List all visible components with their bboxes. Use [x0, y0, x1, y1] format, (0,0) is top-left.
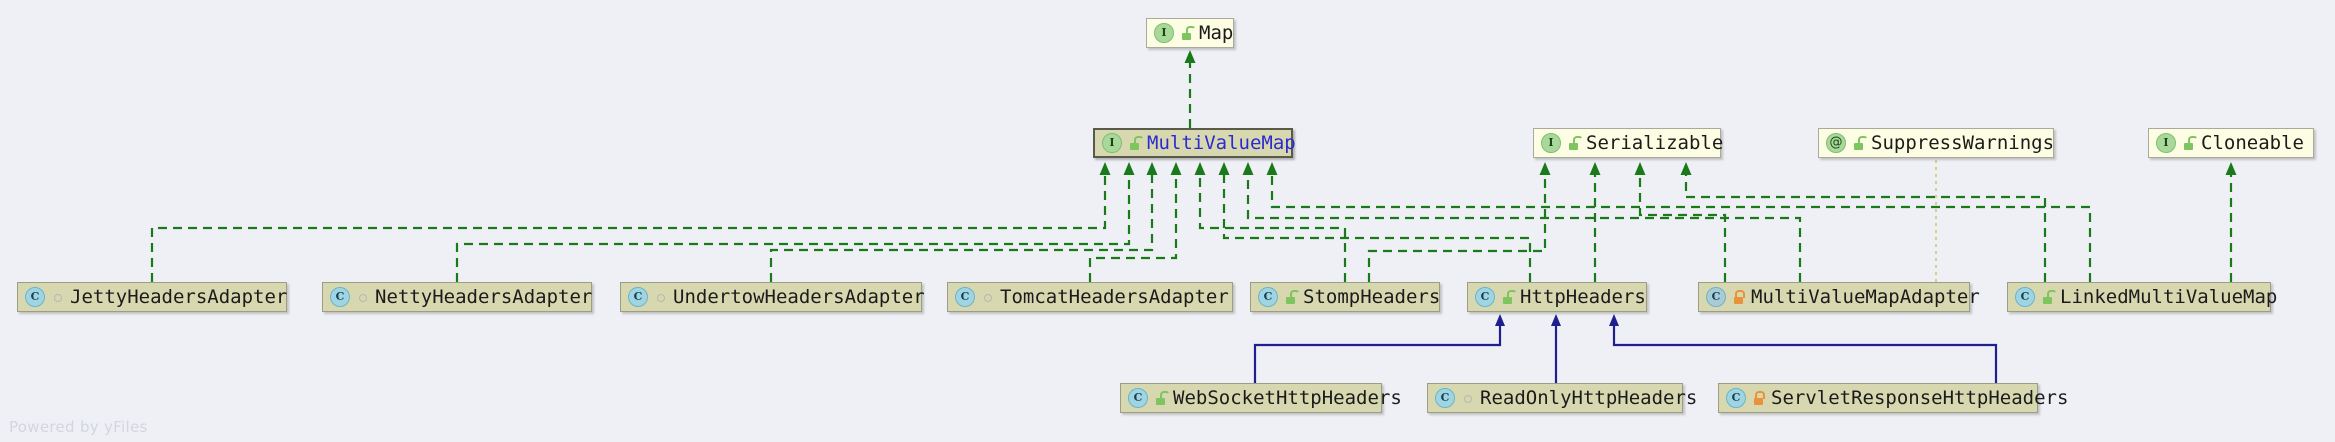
node-label: UndertowHeadersAdapter [673, 286, 925, 308]
node-multivaluemapadapter[interactable]: C MultiValueMapAdapter [1698, 282, 1980, 312]
powered-by-watermark: Powered by yFiles [9, 418, 148, 436]
node-label: JettyHeadersAdapter [70, 286, 288, 308]
node-stompheaders[interactable]: C StompHeaders [1250, 282, 1440, 312]
package-dot-icon [356, 289, 370, 305]
edge-multivaluemapadapter-to-multivaluemap [1242, 162, 1802, 282]
lock-open-icon [1852, 135, 1868, 151]
class-icon: C [330, 287, 350, 307]
node-label: SuppressWarnings [1871, 132, 2055, 154]
class-icon: C [2015, 287, 2035, 307]
node-label: Cloneable [2201, 132, 2304, 154]
node-websockethttpheaders[interactable]: C WebSocketHttpHeaders [1120, 383, 1402, 413]
node-label: ReadOnlyHttpHeaders [1480, 387, 1698, 409]
edge-stompheaders-to-serializable [1367, 162, 1551, 282]
class-icon: C [955, 287, 975, 307]
edge-linkedmultivaluemap-to-serializable [1680, 162, 2047, 282]
node-cloneable[interactable]: I Cloneable [2148, 128, 2314, 158]
node-label: LinkedMultiValueMap [2060, 286, 2278, 308]
class-icon: C [1435, 388, 1455, 408]
class-icon: C [25, 287, 45, 307]
node-label: TomcatHeadersAdapter [1000, 286, 1229, 308]
package-dot-icon [1461, 390, 1475, 406]
inheritance-edges [1253, 314, 1998, 383]
package-dot-icon [654, 289, 668, 305]
node-label: NettyHeadersAdapter [375, 286, 593, 308]
node-label: HttpHeaders [1520, 286, 1646, 308]
edge-tomcatheadersadapter-to-multivaluemap [1088, 162, 1182, 282]
annotation-icon: @ [1826, 133, 1846, 153]
interface-icon: I [2156, 133, 2176, 153]
package-dot-icon [51, 289, 65, 305]
edge-jettyheadersadapter-to-multivaluemap [150, 162, 1111, 282]
node-suppresswarnings[interactable]: @ SuppressWarnings [1818, 128, 2054, 158]
class-icon: C [1128, 388, 1148, 408]
node-nettyheadersadapter[interactable]: C NettyHeadersAdapter [322, 282, 592, 312]
lock-closed-icon [1732, 289, 1746, 305]
node-tomcatheadersadapter[interactable]: C TomcatHeadersAdapter [947, 282, 1233, 312]
node-multivaluemap[interactable]: I MultiValueMap [1093, 128, 1296, 158]
interface-icon: I [1541, 133, 1561, 153]
interface-icon: I [1154, 23, 1174, 43]
edge-servletresponsehttpheaders-to-httpheaders [1609, 314, 1998, 383]
node-label: MultiValueMapAdapter [1751, 286, 1980, 308]
node-jettyheadersadapter[interactable]: C JettyHeadersAdapter [17, 282, 287, 312]
edge-stompheaders-to-multivaluemap [1194, 162, 1347, 282]
node-label: ServletResponseHttpHeaders [1771, 387, 2069, 409]
lock-open-icon [1154, 390, 1170, 406]
node-readonlyhttpheaders[interactable]: C ReadOnlyHttpHeaders [1427, 383, 1697, 413]
node-label: Map [1199, 22, 1234, 44]
node-undertowheadersadapter[interactable]: C UndertowHeadersAdapter [620, 282, 925, 312]
interface-icon: I [1102, 133, 1122, 153]
edge-undertowheadersadapter-to-multivaluemap [769, 162, 1158, 282]
node-label: StompHeaders [1303, 286, 1441, 308]
abstract-class-icon: C [1706, 287, 1726, 307]
node-linkedmultivaluemap[interactable]: C LinkedMultiValueMap [2007, 282, 2277, 312]
class-icon: C [1475, 287, 1495, 307]
node-servletresponsehttpheaders[interactable]: C ServletResponseHttpHeaders [1718, 383, 2068, 413]
lock-open-icon [1284, 289, 1300, 305]
package-dot-icon [981, 289, 995, 305]
edge-nettyheadersadapter-to-multivaluemap [455, 162, 1135, 282]
node-label: Serializable [1586, 132, 1724, 154]
realization-edges [150, 50, 2237, 282]
edge-multivaluemapadapter-to-serializable [1634, 162, 1727, 282]
node-label: MultiValueMap [1147, 132, 1296, 154]
lock-open-icon [1567, 135, 1583, 151]
class-icon: C [628, 287, 648, 307]
lock-open-icon [1128, 135, 1144, 151]
lock-open-icon [2041, 289, 2057, 305]
node-map[interactable]: I Map [1146, 18, 1234, 48]
class-icon: C [1726, 388, 1746, 408]
class-icon: C [1258, 287, 1278, 307]
edge-linkedmultivaluemap-to-multivaluemap [1266, 162, 2092, 282]
lock-closed-icon [1752, 390, 1766, 406]
lock-open-icon [2182, 135, 2198, 151]
edge-websockethttpheaders-to-httpheaders [1253, 314, 1505, 383]
lock-open-icon [1180, 25, 1196, 41]
edge-httpheaders-to-multivaluemap [1218, 162, 1532, 282]
node-serializable[interactable]: I Serializable [1533, 128, 1724, 158]
node-httpheaders[interactable]: C HttpHeaders [1467, 282, 1647, 312]
lock-open-icon [1501, 289, 1517, 305]
node-label: WebSocketHttpHeaders [1173, 387, 1402, 409]
